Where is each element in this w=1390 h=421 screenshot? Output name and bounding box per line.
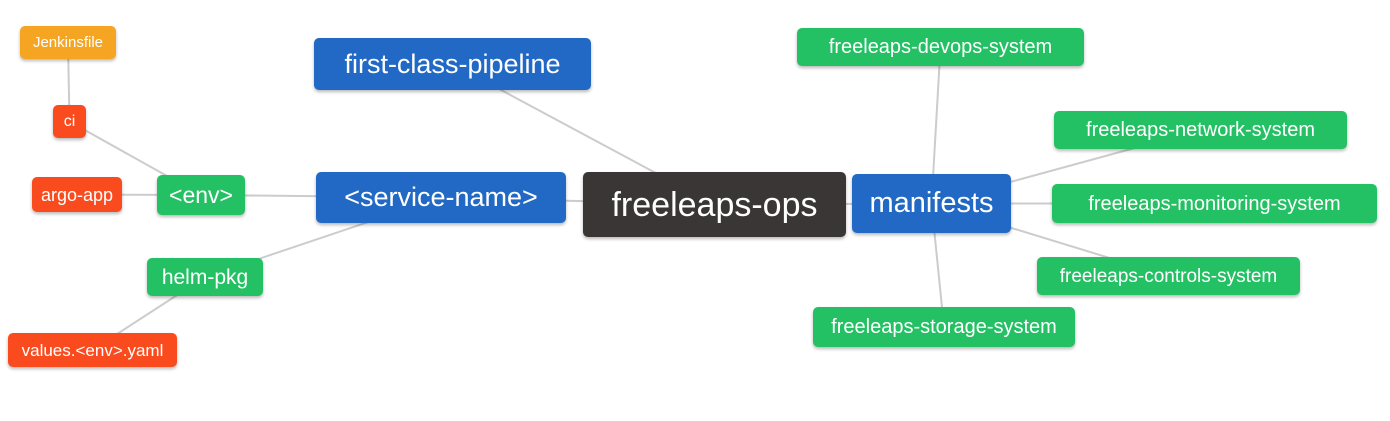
node-freeleaps-controls-system[interactable]: freeleaps-controls-system — [1037, 257, 1300, 295]
node-freeleaps-storage-system[interactable]: freeleaps-storage-system — [813, 307, 1075, 347]
node-label: freeleaps-network-system — [1086, 119, 1315, 141]
node-label: freeleaps-devops-system — [828, 36, 1053, 58]
node-label: freeleaps-controls-system — [1059, 265, 1278, 287]
node-argo-app[interactable]: argo-app — [32, 177, 122, 212]
node-label: helm-pkg — [161, 265, 249, 289]
node-label: argo-app — [40, 184, 114, 205]
node-freeleaps-ops[interactable]: freeleaps-ops — [583, 172, 846, 237]
node-freeleaps-devops-system[interactable]: freeleaps-devops-system — [797, 28, 1084, 66]
node-service-name[interactable]: <service-name> — [316, 172, 566, 223]
node-label: freeleaps-storage-system — [831, 316, 1057, 338]
node-freeleaps-network-system[interactable]: freeleaps-network-system — [1054, 111, 1347, 149]
node-manifests[interactable]: manifests — [852, 174, 1011, 233]
node-label: values.<env>.yaml — [21, 340, 164, 360]
node-ci[interactable]: ci — [53, 105, 86, 138]
node-env[interactable]: <env> — [157, 175, 245, 215]
node-values-env-yaml[interactable]: values.<env>.yaml — [8, 333, 177, 367]
node-label: freeleaps-monitoring-system — [1088, 192, 1341, 215]
node-jenkinsfile[interactable]: Jenkinsfile — [20, 26, 116, 59]
node-label: first-class-pipeline — [344, 48, 561, 79]
node-label: Jenkinsfile — [32, 34, 104, 51]
node-label: freeleaps-ops — [611, 185, 818, 224]
node-label: <env> — [169, 181, 233, 208]
node-helm-pkg[interactable]: helm-pkg — [147, 258, 263, 296]
node-label: <service-name> — [344, 182, 538, 212]
node-first-class-pipeline[interactable]: first-class-pipeline — [314, 38, 591, 90]
node-freeleaps-monitoring-system[interactable]: freeleaps-monitoring-system — [1052, 184, 1377, 223]
node-label: ci — [63, 112, 76, 130]
node-label: manifests — [869, 187, 994, 219]
